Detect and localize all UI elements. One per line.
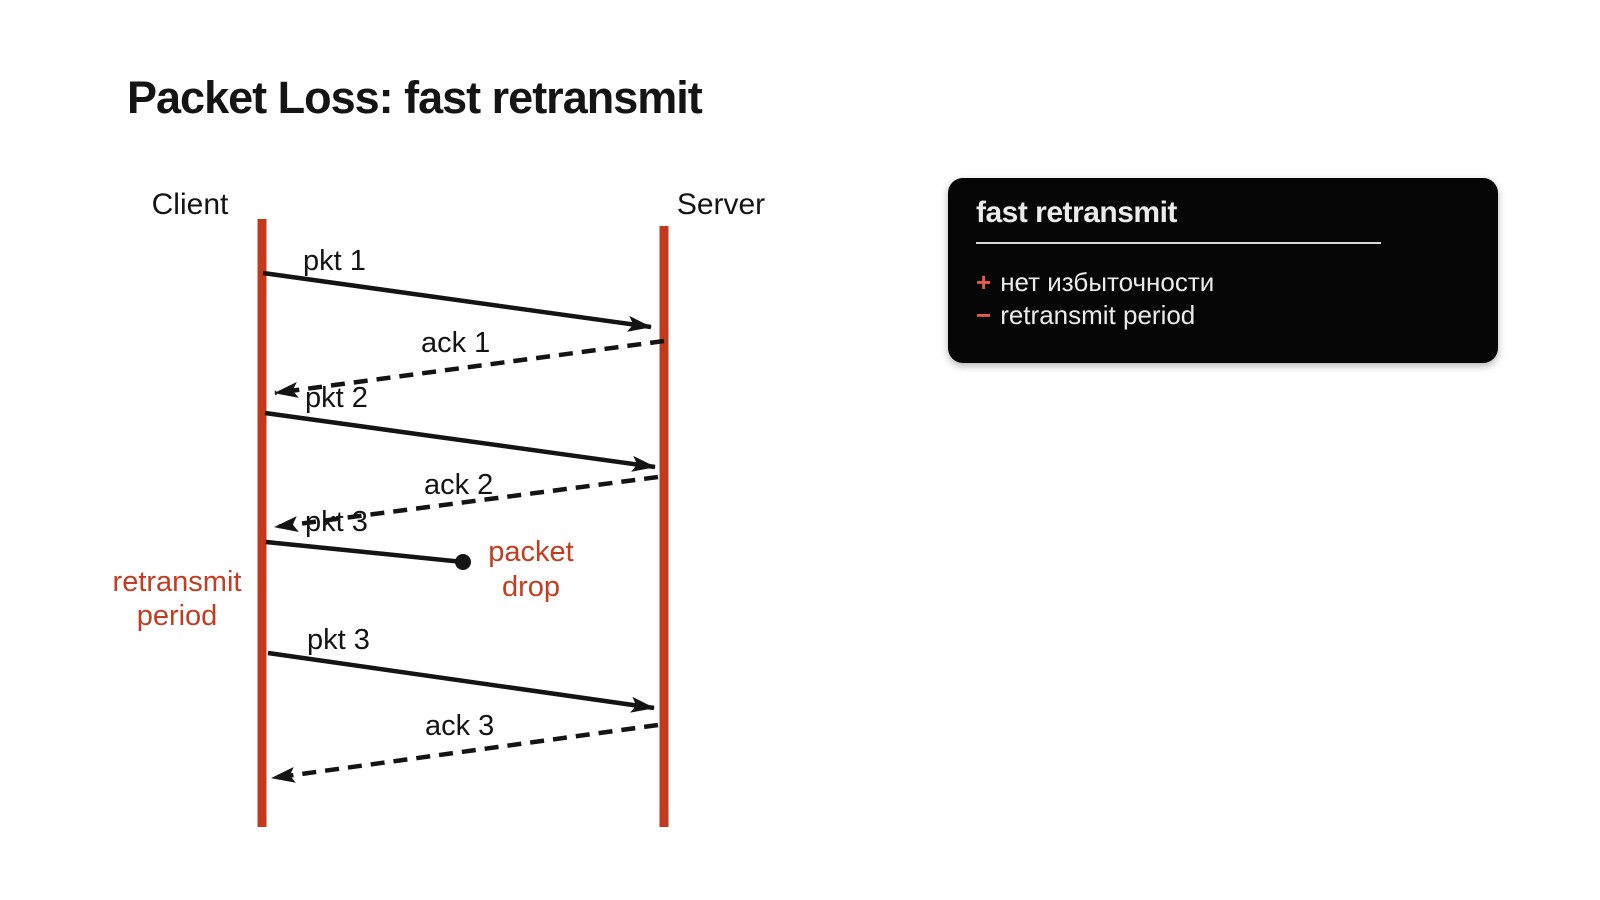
message-ack-2-line bbox=[274, 474, 659, 532]
note-card-title: fast retransmit bbox=[976, 196, 1177, 229]
message-pkt-3-dropped-drop-dot bbox=[455, 554, 471, 570]
packet-drop-label-line-1: packet bbox=[488, 536, 573, 568]
message-pkt-1-label: pkt 1 bbox=[303, 245, 366, 277]
message-pkt-3-retransmit-label: pkt 3 bbox=[307, 624, 370, 656]
message-pkt-3-retransmit-line bbox=[267, 650, 655, 713]
note-card-item-text: нет избыточности bbox=[1000, 267, 1215, 297]
note-card-item-pro: + нет избыточности bbox=[976, 266, 1470, 299]
slide-title: Packet Loss: fast retransmit bbox=[127, 72, 703, 123]
message-pkt-3-dropped-label: pkt 3 bbox=[305, 506, 368, 538]
message-ack-1-label: ack 1 bbox=[421, 327, 490, 359]
message-pkt-1-line bbox=[262, 270, 652, 332]
retransmit-period-label-line-1: retransmit bbox=[113, 566, 242, 598]
note-card: fast retransmit + нет избыточности−retran… bbox=[948, 178, 1498, 363]
retransmit-period-label-line-2: period bbox=[137, 600, 218, 632]
message-pkt-2-line bbox=[264, 410, 656, 472]
note-card-item-con: −retransmit period bbox=[976, 299, 1470, 332]
message-ack-3-line bbox=[271, 722, 659, 783]
minus-icon: − bbox=[976, 300, 992, 330]
client-label: Client bbox=[152, 188, 229, 221]
message-ack-2-label: ack 2 bbox=[424, 469, 493, 501]
message-pkt-3-dropped-line bbox=[265, 539, 464, 565]
message-pkt-2-label: pkt 2 bbox=[305, 382, 368, 414]
plus-icon: + bbox=[976, 267, 992, 297]
note-card-list: + нет избыточности−retransmit period bbox=[976, 266, 1470, 332]
message-ack-3-label: ack 3 bbox=[425, 710, 494, 742]
message-ack-1-line bbox=[274, 338, 665, 398]
server-label: Server bbox=[677, 188, 765, 221]
packet-drop-label-line-2: drop bbox=[502, 571, 560, 603]
note-card-divider bbox=[976, 242, 1381, 244]
note-card-item-text: retransmit period bbox=[1000, 300, 1196, 330]
